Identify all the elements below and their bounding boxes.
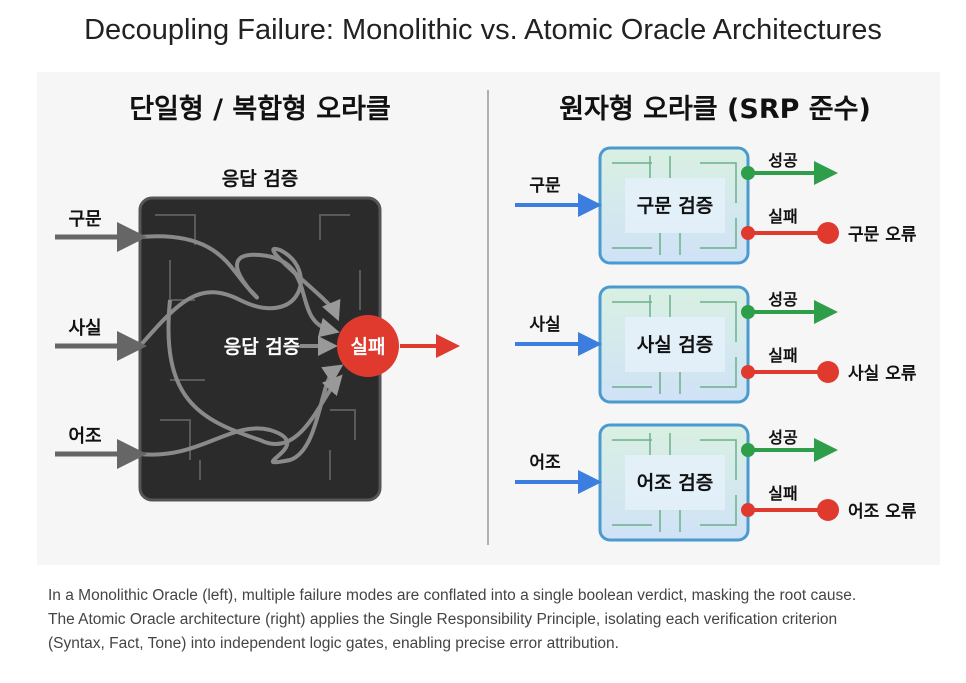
module-core [625, 455, 725, 510]
success-label: 성공 [768, 151, 798, 170]
error-dot [817, 499, 839, 521]
monolithic-heading: 단일형 / 복합형 오라클 [129, 94, 391, 125]
input-label: 사실 [529, 315, 560, 335]
input-label: 어조 [529, 453, 561, 473]
monolithic-inputs: 구문 사실 어조 [55, 209, 147, 469]
caption-line: The Atomic Oracle architecture (right) a… [48, 611, 838, 628]
fail-verdict-label: 실패 [351, 336, 386, 358]
fail-verdict-circle [337, 315, 399, 377]
module-core [625, 178, 725, 233]
error-label: 어조 오류 [848, 502, 917, 522]
success-label: 성공 [768, 290, 798, 309]
module-label: 사실 검증 [637, 334, 714, 356]
success-port [741, 305, 755, 319]
fail-port [741, 365, 755, 379]
atomic-heading: 원자형 오라클 (SRP 준수) [559, 94, 871, 125]
fail-port [741, 226, 755, 240]
circuit-traces [612, 156, 737, 255]
circuit-traces [612, 295, 737, 394]
page-title: Decoupling Failure: Monolithic vs. Atomi… [84, 14, 882, 46]
success-port [741, 166, 755, 180]
fail-label: 실패 [768, 207, 797, 226]
monolithic-box-label: 응답 검증 [222, 168, 299, 190]
success-port [741, 443, 755, 457]
module-label: 구문 검증 [637, 195, 714, 217]
fail-label: 실패 [768, 346, 797, 365]
monolithic-inner-label: 응답 검증 [224, 336, 301, 358]
circuit-traces [612, 433, 737, 532]
error-dot [817, 361, 839, 383]
caption-line: In a Monolithic Oracle (left), multiple … [48, 587, 857, 604]
input-label: 어조 [68, 426, 101, 447]
error-dot [817, 222, 839, 244]
caption-line: (Syntax, Fact, Tone) into independent lo… [48, 635, 619, 652]
module-core [625, 317, 725, 372]
input-label: 구문 [68, 209, 101, 230]
input-label: 구문 [529, 176, 561, 196]
error-label: 사실 오류 [848, 364, 917, 384]
success-label: 성공 [768, 428, 798, 447]
error-label: 구문 오류 [848, 225, 917, 245]
input-label: 사실 [68, 318, 101, 339]
fail-port [741, 503, 755, 517]
fail-label: 실패 [768, 484, 797, 503]
tangled-wires [138, 234, 344, 465]
module-label: 어조 검증 [637, 472, 714, 494]
